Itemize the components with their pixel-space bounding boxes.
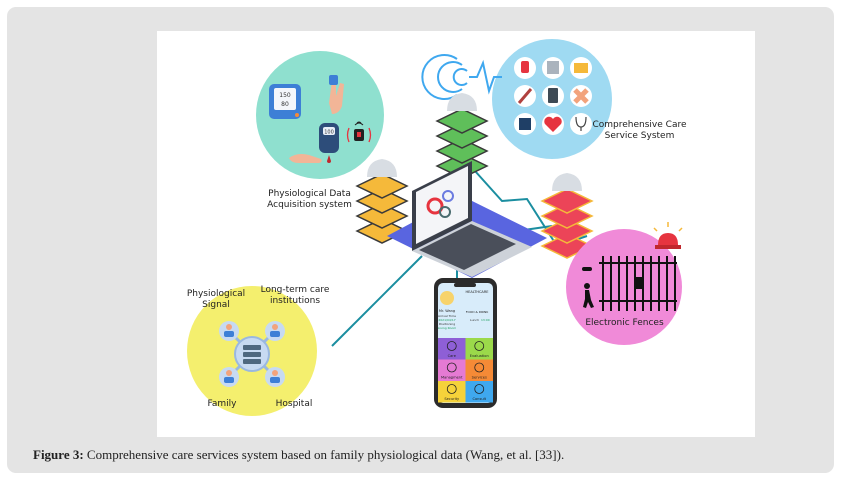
care-system-label-line1: Comprehensive Care (592, 120, 687, 130)
care-system-label-line2: Service System (604, 131, 675, 141)
svg-text:100: 100 (324, 130, 334, 136)
heart-icon (544, 116, 562, 132)
phone-tile-label: Security (444, 397, 460, 401)
svg-text:FOOD & DRINK: FOOD & DRINK (466, 310, 490, 314)
svg-text:Living Room: Living Room (438, 326, 456, 330)
care-service-icons (514, 57, 592, 135)
green-server (435, 93, 489, 179)
signal-pulse-icon (421, 54, 502, 100)
folder-icon (574, 63, 588, 73)
phone-tile-icon (474, 384, 485, 394)
cabinet-icon (547, 61, 559, 74)
bp-monitor-icon: 150 80 (269, 84, 301, 119)
longterm-care-line2: institutions (269, 296, 321, 306)
care-system-node (492, 39, 612, 159)
phone-tile-label: Managment (441, 376, 463, 380)
xray-icon (519, 118, 531, 130)
person-icon (219, 367, 239, 387)
phone-tile-services (465, 359, 493, 381)
svg-text:2021/04/17: 2021/04/17 (438, 318, 455, 322)
longterm-care-line1: Long-term care (260, 285, 330, 295)
phone-tile-consult (465, 381, 493, 403)
acquisition-label-line1: Physiological Data (268, 189, 351, 199)
svg-text:HEALTHCARE: HEALTHCARE (466, 290, 489, 294)
svg-text:13:00: 13:00 (481, 318, 490, 322)
walking-person-icon (582, 267, 594, 308)
svg-text:Positioning: Positioning (439, 322, 455, 326)
acquisition-label: Physiological Data Acquisition system (257, 189, 362, 211)
phone-tile-label: Care (448, 354, 457, 358)
acquisition-circle (256, 51, 384, 179)
diagram-svg: 150 80 100 (187, 39, 683, 416)
svg-text:Lunch: Lunch (470, 318, 479, 322)
iv-bag-icon (521, 61, 529, 73)
physiological-signal-line1: Physiological (186, 289, 246, 299)
physiological-signal-label: Physiological Signal (181, 289, 251, 311)
person-icon (265, 367, 285, 387)
svg-text:Arrival Time: Arrival Time (438, 314, 456, 318)
fences-node (566, 222, 683, 345)
figure-caption: Figure 3: Comprehensive care services sy… (33, 447, 564, 463)
svg-text:150: 150 (279, 92, 291, 99)
cloud-icon (447, 93, 477, 111)
phone-tile-care (438, 338, 466, 360)
acquisition-label-line2: Acquisition system (267, 200, 352, 210)
stethoscope-icon (575, 116, 587, 131)
thermometer-icon (517, 88, 533, 104)
gear-icon (439, 206, 451, 218)
fences-label: Electronic Fences (585, 318, 664, 328)
figure-panel: 150 80 100 (7, 7, 834, 473)
phone-tile-evaluation (465, 338, 493, 360)
person-icon (219, 321, 239, 341)
physiological-signal-line2: Signal (202, 300, 230, 310)
acquisition-node: 150 80 100 (256, 51, 384, 179)
caption-label: Figure 3: (33, 447, 84, 462)
phone-tile-managment (438, 359, 466, 381)
phone-tile-label: Consult (472, 397, 486, 401)
phone-tile-icon (446, 384, 457, 394)
laptop (387, 161, 547, 278)
care-system-label: Comprehensive Care Service System (587, 120, 692, 142)
phone-tile-icon (474, 341, 485, 351)
svg-text:80: 80 (281, 101, 289, 108)
cloud-icon (367, 159, 397, 177)
phone-notch (454, 283, 476, 287)
glucometer-icon: 100 (319, 123, 339, 163)
hand-oximeter-icon (329, 75, 344, 114)
cloud-icon (552, 173, 582, 191)
svg-text:Mr. Wang: Mr. Wang (439, 309, 455, 313)
caption-text: Comprehensive care services system based… (86, 447, 565, 462)
phone-tile-security (438, 381, 466, 403)
lock-icon (635, 277, 643, 289)
finger-prick-hand-icon (289, 154, 322, 163)
hospital-label: Hospital (275, 399, 313, 409)
avatar (440, 291, 454, 305)
siren-icon (653, 222, 683, 249)
phone-tile-label: Services (472, 376, 487, 380)
fences-circle (566, 229, 682, 345)
device-icon (548, 88, 558, 103)
wireless-sensor-icon (346, 121, 372, 143)
phone-tile-icon (474, 362, 485, 373)
family-label: Family (207, 399, 237, 409)
phone-tile-icon (446, 362, 457, 373)
gear-icon (426, 197, 444, 215)
bandage-icon (573, 88, 589, 104)
red-server (540, 173, 594, 259)
laptop-keyboard (419, 224, 516, 270)
figure-image: 150 80 100 (157, 31, 755, 437)
person-icon (265, 321, 285, 341)
gear-icon (442, 190, 454, 202)
phone-tile-label: Evaluation (470, 354, 489, 358)
longterm-care-label: Long-term care institutions (255, 285, 335, 307)
link-network-laptop (331, 255, 423, 347)
phone-tile-icon (446, 341, 457, 351)
network-node (187, 286, 317, 416)
